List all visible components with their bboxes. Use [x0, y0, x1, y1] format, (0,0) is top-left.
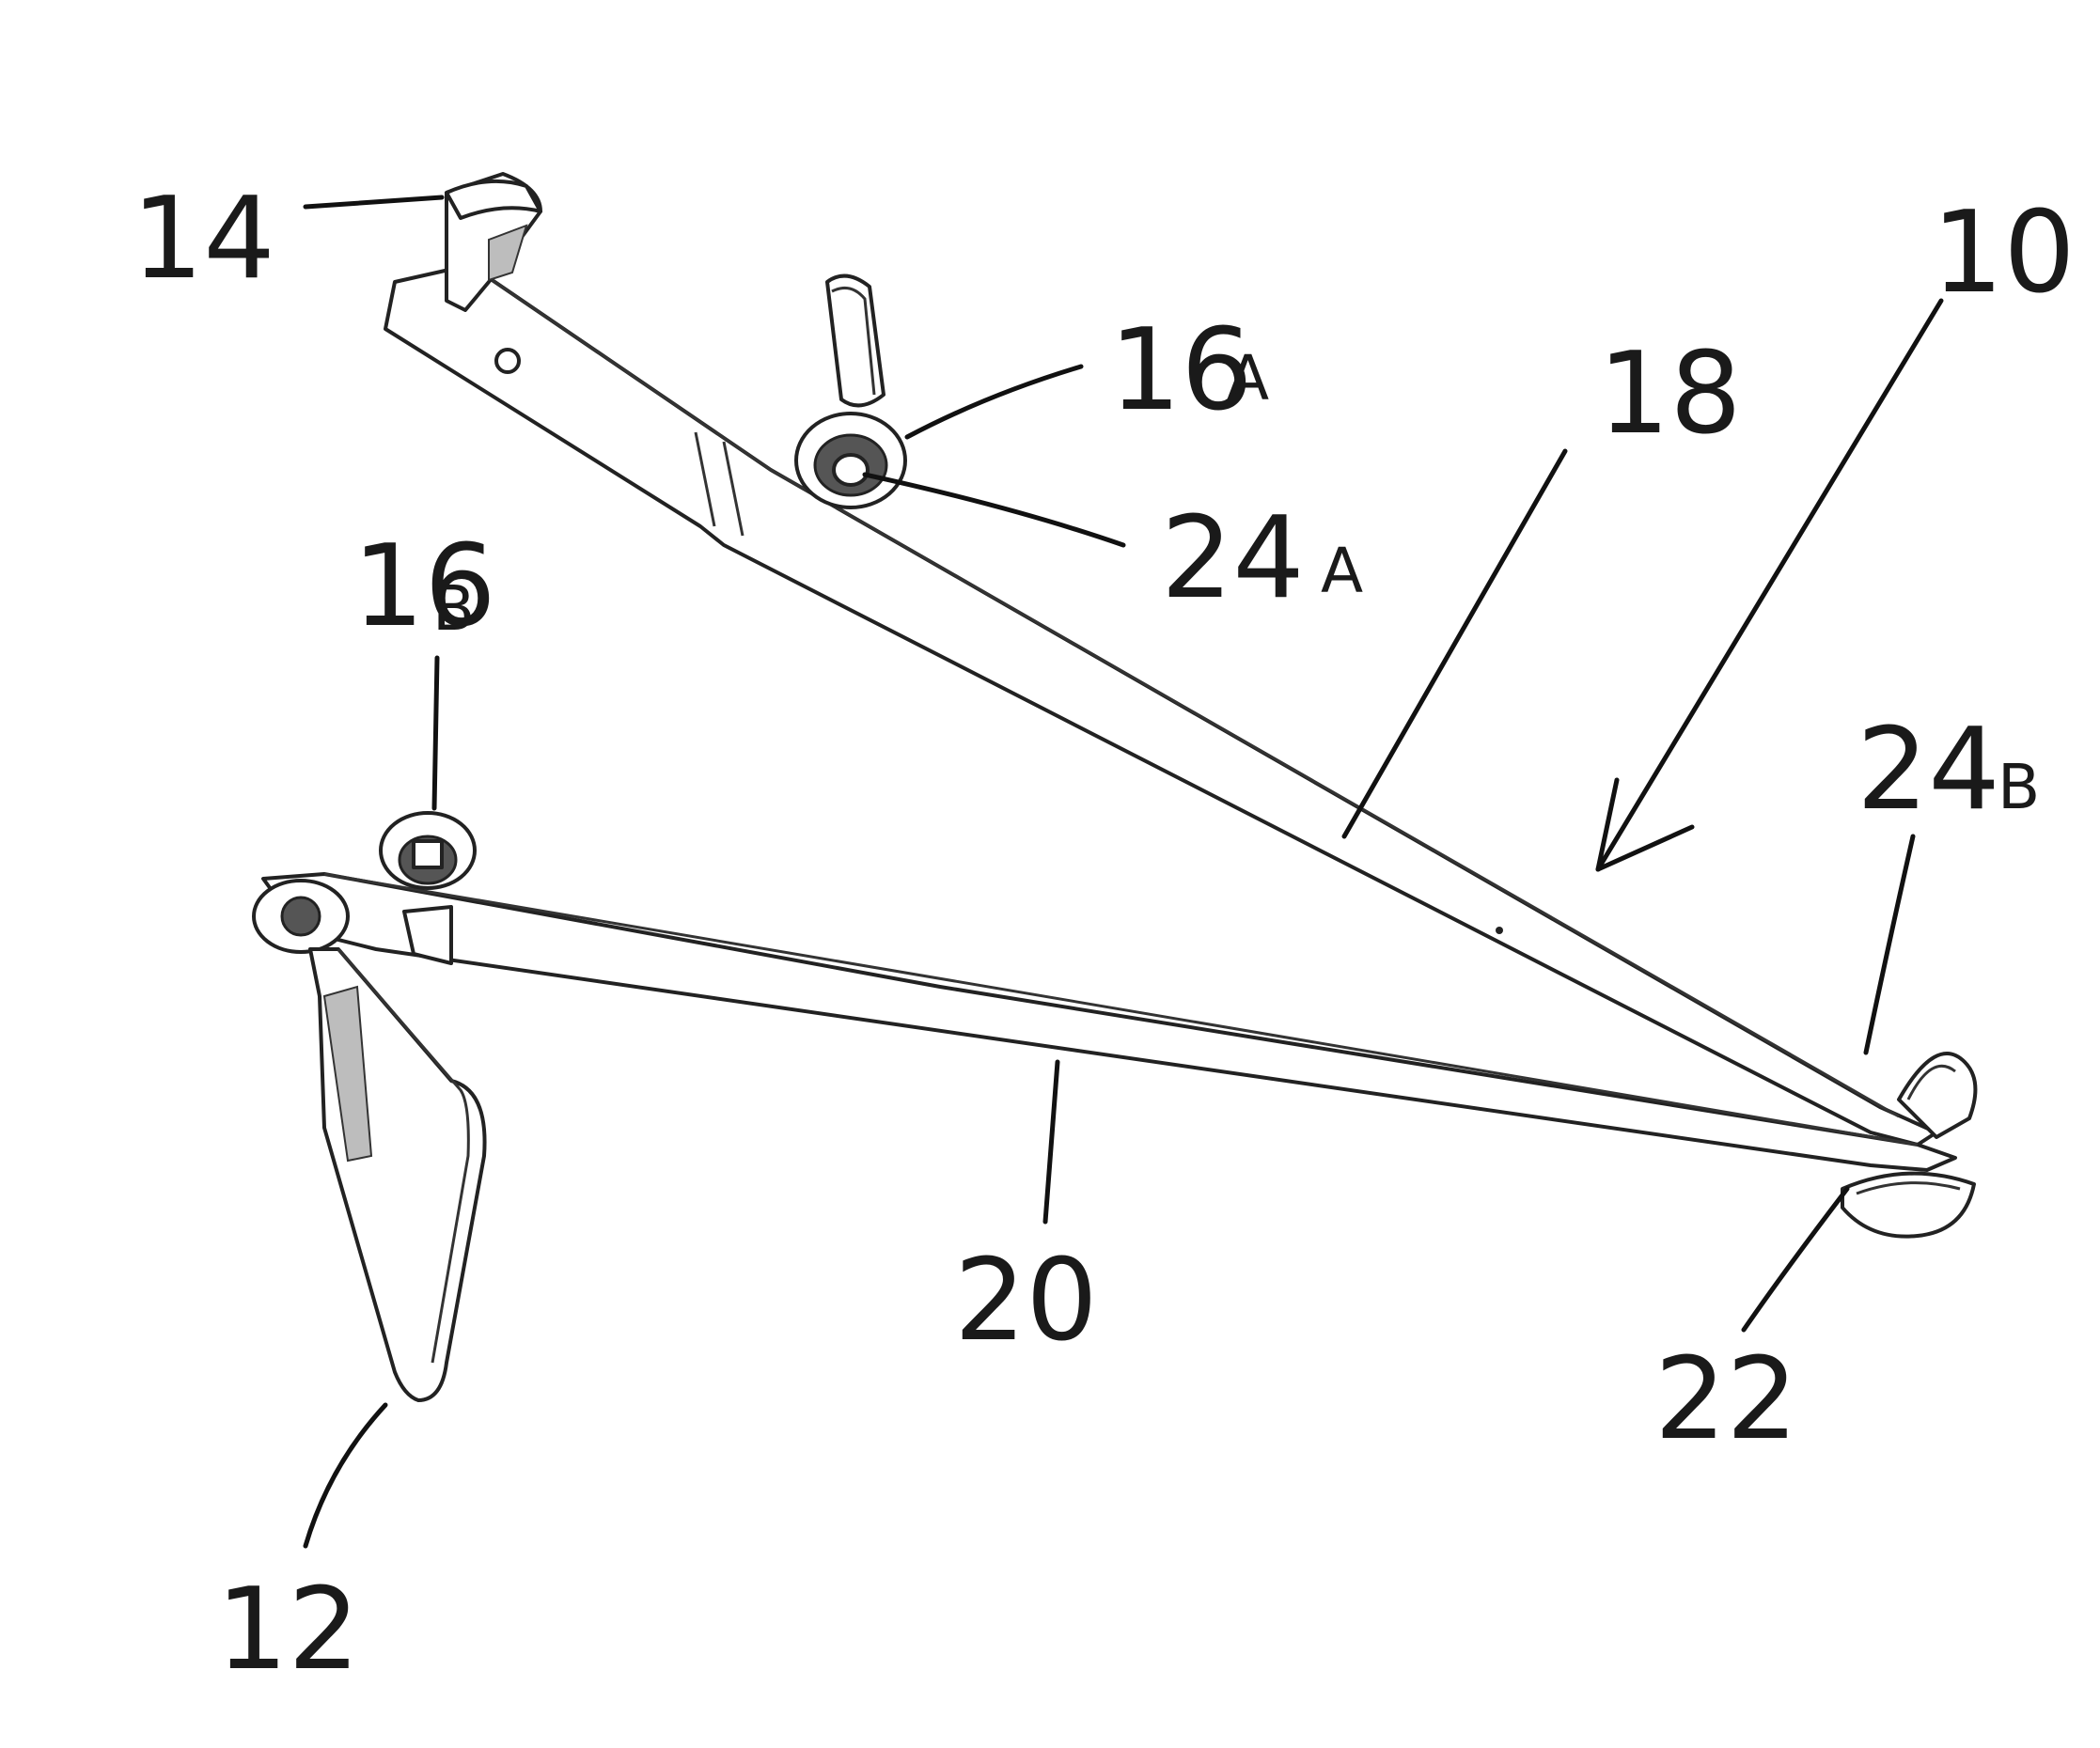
- leader-24b: [1866, 836, 1913, 1053]
- label-12: 12: [216, 1565, 360, 1695]
- label-24a-letter: A: [1321, 535, 1363, 607]
- label-16a-letter: A: [1227, 342, 1269, 414]
- leader-20: [1045, 1062, 1058, 1222]
- leader-24a: [865, 475, 1123, 545]
- label-14: 14: [132, 174, 275, 304]
- leader-18: [1344, 451, 1565, 836]
- loop-handle-12: [310, 949, 485, 1400]
- upper-arm-hole: [496, 350, 519, 372]
- label-20: 20: [954, 1236, 1098, 1366]
- label-10: 10: [1932, 188, 2076, 319]
- label-16b-letter: B: [432, 572, 475, 645]
- pulley-16a: [796, 276, 905, 507]
- label-18: 18: [1598, 329, 1742, 460]
- leader-16a: [907, 367, 1081, 437]
- hinge-joint: [254, 881, 348, 952]
- label-22: 22: [1654, 1334, 1798, 1465]
- leader-16b: [434, 658, 437, 808]
- label-24a-number: 24: [1161, 493, 1305, 624]
- leader-12: [306, 1405, 385, 1546]
- leader-22: [1744, 1189, 1847, 1330]
- label-24b-number: 24: [1857, 705, 2000, 835]
- label-24b-letter: B: [1998, 751, 2040, 823]
- bolt-24a: [834, 455, 868, 485]
- foot-22: [1842, 1174, 1974, 1237]
- leader-14: [306, 197, 442, 207]
